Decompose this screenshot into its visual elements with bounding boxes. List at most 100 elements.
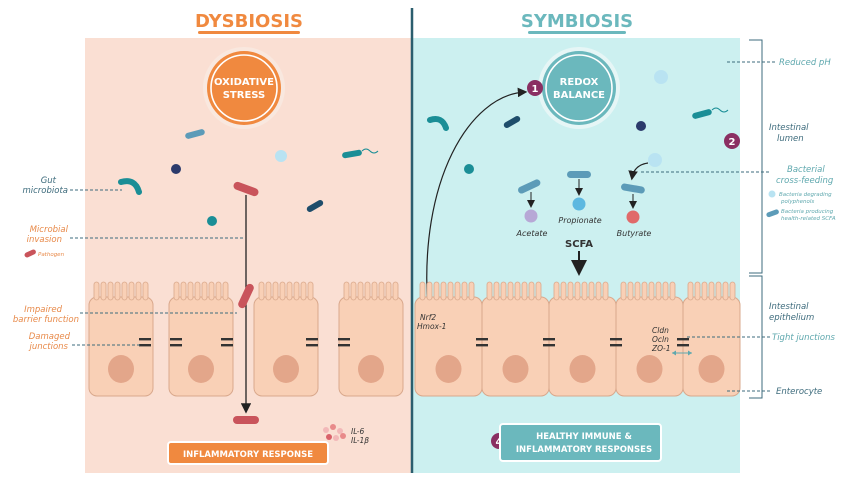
intestinal-epithelium-label-1: Intestinal (769, 302, 809, 312)
junction-mark (139, 338, 151, 341)
flagellated-bacterium-icon (692, 107, 729, 119)
tight-junctions-annotation: Tight junctions (687, 333, 835, 343)
tight-junctions-label: Tight junctions (772, 333, 835, 343)
bacterium-icon (306, 200, 324, 212)
nucleus (358, 355, 384, 383)
gut-microbiota-label-2: microbiota (22, 186, 68, 196)
reduced-ph-annotation: Reduced pH (727, 58, 831, 68)
scfa-legend-label-1: Bacteria producing (781, 209, 834, 215)
butyrate-label: Butyrate (617, 229, 652, 238)
enterocyte-cell (615, 281, 684, 397)
junction-mark (306, 338, 318, 341)
dysbiosis-title: DYSBIOSIS (195, 11, 303, 32)
curved-bacterium-icon (427, 116, 449, 131)
nucleus (636, 355, 663, 383)
redox-balance-circle: REDOX BALANCE (538, 47, 620, 129)
gut-microbiota-label-1: Gut (41, 176, 57, 186)
pathogen-icon (233, 181, 259, 197)
scfa-bacterium-icon (567, 171, 591, 178)
junction-mark (476, 338, 488, 341)
damaged-junctions-annotation: Damaged junctions (28, 332, 142, 352)
symbiosis-title-underline (528, 31, 626, 34)
symbiosis-title: SYMBIOSIS (521, 11, 633, 32)
pathogen-legend-icon (24, 249, 36, 258)
impaired-barrier-annotation: Impaired barrier function (13, 305, 237, 325)
intestinal-lumen-bracket: Intestinal lumen (749, 39, 809, 274)
oxidative-stress-circle: OXIDATIVE STRESS (203, 47, 285, 129)
badge-2: 2 (724, 133, 740, 149)
junction-mark (677, 344, 689, 347)
nucleus (435, 355, 462, 383)
polyphenol-legend-label-1: Bacteria degrading (779, 192, 832, 198)
microbial-invasion-label-2: invasion (27, 235, 62, 245)
zo1-label: ZO-1 (651, 344, 671, 353)
cldn-label: Cldn (652, 326, 669, 335)
inflammatory-response-box (167, 441, 329, 465)
nrf2-pathway-arrow (426, 87, 528, 311)
nucleus (108, 355, 134, 383)
bacterium-icon (636, 121, 646, 131)
acetate-label: Acetate (516, 229, 548, 238)
cross-feeding-arrow (628, 162, 649, 181)
healthy-response-label-2: INFLAMMATORY RESPONSES (516, 445, 652, 455)
damaged-junctions-label-2: junctions (28, 342, 68, 352)
junction-mark (139, 344, 151, 347)
scfa-bacterium-icon (621, 183, 645, 194)
il1b-label: IL-1β (351, 436, 369, 445)
junction-mark (170, 344, 182, 347)
svg-text:1: 1 (532, 84, 539, 95)
il6-label: IL-6 (351, 427, 365, 436)
enterocyte-cell (548, 281, 617, 397)
svg-text:2: 2 (729, 137, 736, 148)
junction-mark (610, 338, 622, 341)
nucleus (188, 355, 214, 383)
inflammatory-response-label: INFLAMMATORY RESPONSE (183, 450, 313, 460)
intestinal-lumen-label-1: Intestinal (769, 123, 809, 133)
pathogen-icon (233, 416, 259, 424)
bacterium-icon (275, 150, 287, 162)
scfa-legend-icon (766, 209, 779, 218)
redox-label-1: REDOX (560, 77, 599, 88)
hmox1-label: Hmox-1 (417, 322, 446, 331)
pathogen-legend-label: Pathogen (38, 252, 65, 258)
butyrate-molecule-icon (626, 210, 640, 224)
nrf2-label: Nrf2 (420, 313, 436, 322)
enterocyte-cell (414, 281, 483, 397)
enterocyte-cell (168, 281, 234, 397)
healthy-response-box (499, 423, 662, 462)
nucleus (569, 355, 596, 383)
junction-mark (677, 338, 689, 341)
badge-1: 1 (527, 80, 543, 96)
nucleus (698, 355, 725, 383)
enterocyte-label: Enterocyte (776, 387, 822, 397)
gut-microbiota-annotation: Gut microbiota (22, 176, 122, 196)
bacterium-icon (654, 70, 668, 84)
junction-mark (306, 344, 318, 347)
bacterium-icon (464, 164, 474, 174)
enterocyte-cell (253, 281, 319, 397)
redox-label-2: BALANCE (553, 90, 605, 101)
damaged-junctions-label-1: Damaged (29, 332, 71, 342)
scfa-bacterium-icon (518, 179, 541, 194)
acetate-molecule-icon (524, 209, 538, 223)
flagellated-bacterium-icon (342, 148, 379, 159)
bacterium-icon (185, 129, 205, 139)
polyphenol-legend-label-2: polyphenols (780, 199, 814, 205)
junction-mark (476, 344, 488, 347)
dysbiosis-title-underline (198, 31, 300, 34)
pathogen-icon (238, 283, 254, 309)
bacteria-legend: Bacteria degrading polyphenols Bacteria … (766, 190, 836, 222)
enterocyte-cell (682, 281, 741, 397)
cross-feeding-annotation: Bacterial cross-feeding (641, 165, 834, 186)
bacterium-icon (207, 216, 217, 226)
intestinal-lumen-label-2: lumen (777, 134, 804, 144)
microbial-invasion-label-1: Microbial (30, 225, 69, 235)
enterocyte-cell (88, 281, 154, 397)
ocln-label: Ocln (652, 335, 669, 344)
junction-mark (338, 344, 350, 347)
polyphenol-legend-icon (768, 190, 776, 198)
cytokine-cluster-icon (323, 424, 346, 441)
intestinal-epithelium-label-2: epithelium (769, 313, 814, 323)
healthy-response-label-1: HEALTHY IMMUNE & (536, 432, 632, 442)
junction-mark (221, 338, 233, 341)
